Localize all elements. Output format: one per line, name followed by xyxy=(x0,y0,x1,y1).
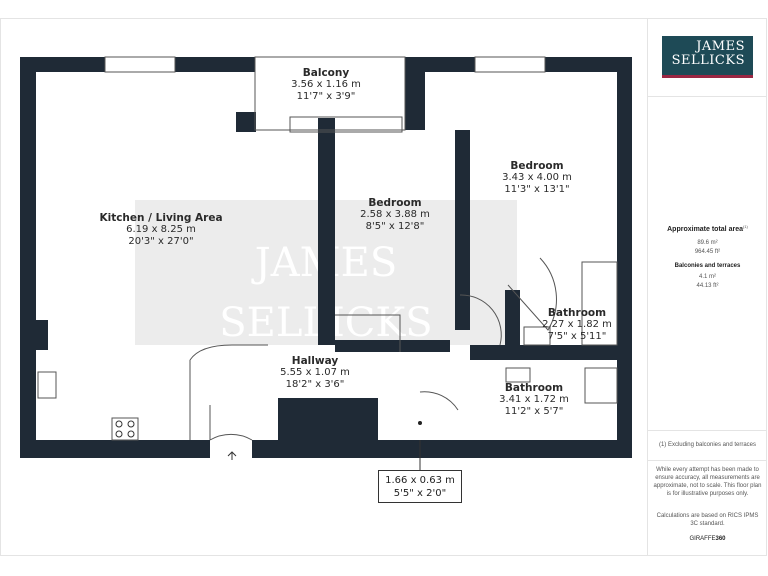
page-frame xyxy=(0,18,767,556)
fixtures xyxy=(37,56,618,441)
divider xyxy=(648,430,767,431)
divider xyxy=(648,96,767,97)
panel-divider xyxy=(647,18,648,556)
hob-rings xyxy=(115,420,135,438)
footnote: (1) Excluding balconies and terraces xyxy=(658,442,757,448)
calculation-note: Calculations are based on RICS IPMS 3C s… xyxy=(656,513,759,527)
divider xyxy=(648,460,767,461)
disclaimer: While every attempt has been made to ens… xyxy=(653,467,762,497)
total-area: Approximate total area(1) 89.6 m² 964.45… xyxy=(667,224,748,289)
marker xyxy=(418,421,422,425)
entrance-arrow-icon xyxy=(227,451,237,460)
walls xyxy=(20,57,632,458)
giraffe360-logo: GIRAFFE360 xyxy=(689,536,726,542)
